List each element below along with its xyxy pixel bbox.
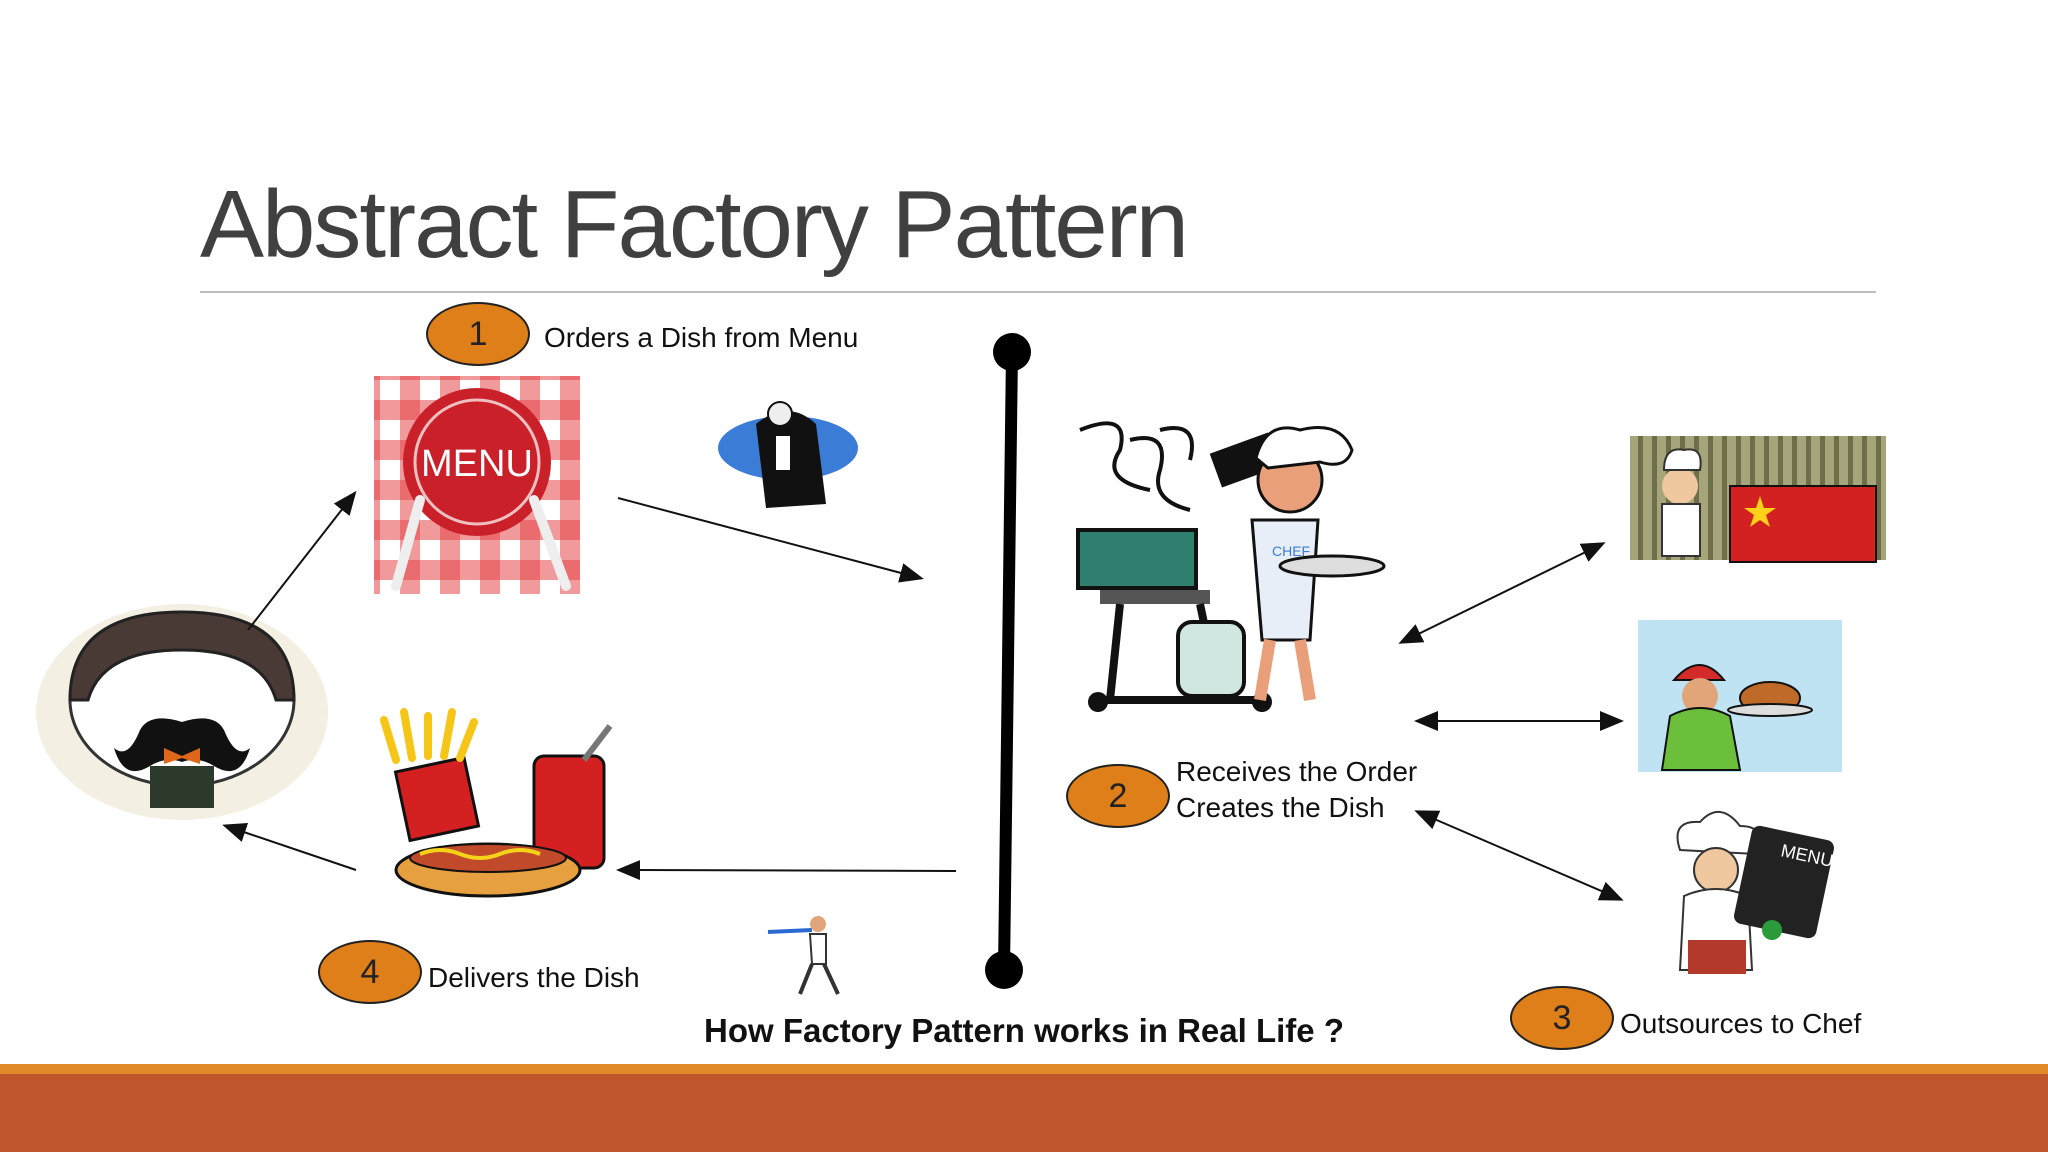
dish-illustration [380,708,613,898]
waiter-illustration [718,401,858,508]
diagram-caption: How Factory Pattern works in Real Life ? [704,1012,1344,1049]
step-2-label-line2: Creates the Dish [1176,792,1385,823]
customer-illustration [36,604,328,820]
menu-card-illustration: MENU [374,376,580,594]
step-1-badge: 1 [426,302,530,366]
step-3-badge: 3 [1510,986,1614,1050]
menu-board-chef-illustration: MENU [1676,811,1835,974]
title-divider [200,291,1876,293]
footer-band [0,1074,2048,1152]
step-3-label: Outsources to Chef [1620,1008,1862,1039]
step-4-badge: 4 [318,940,422,1004]
chinese-chef-illustration [1630,436,1886,563]
grill-chef-illustration: CHEF [1076,421,1386,712]
footer-accent-line [0,1064,2048,1074]
grill-apron-text: CHEF [1272,543,1310,559]
menu-card-text: MENU [421,443,533,485]
step-1-label: Orders a Dish from Menu [544,322,859,353]
step-4-label: Delivers the Dish [428,962,640,993]
step-2-label-line1: Receives the Order [1176,756,1418,787]
step-2-badge: 2 [1066,764,1170,828]
factory-boundary-bar [985,333,1031,989]
slide-title: Abstract Factory Pattern [200,171,1189,278]
indian-chef-illustration [1638,620,1842,772]
flow-arrows [222,490,1624,901]
delivery-waiter-illustration [767,916,840,995]
